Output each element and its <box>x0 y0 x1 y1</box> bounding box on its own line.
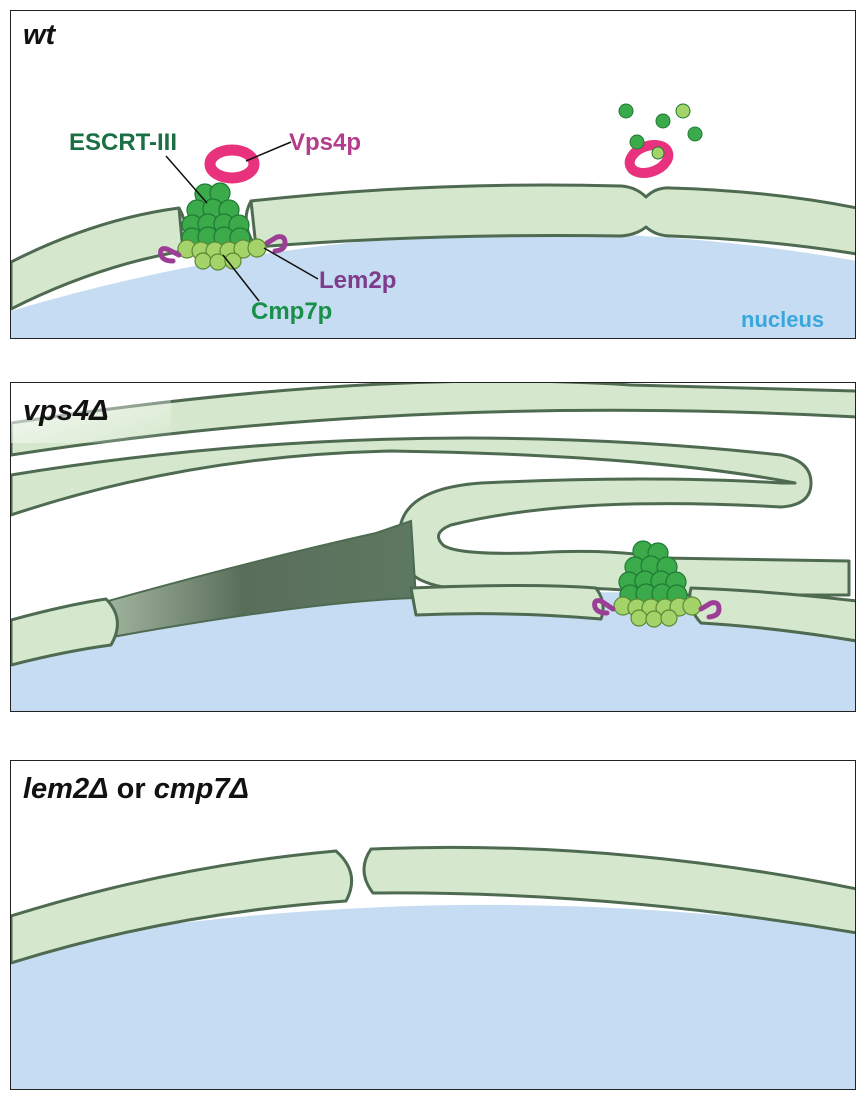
envelope-segment-right <box>249 183 855 256</box>
nucleus <box>11 232 855 338</box>
envelope-segment-left <box>11 597 119 667</box>
envelope-segment-right <box>409 584 605 621</box>
leader-lines <box>165 141 319 302</box>
membrane-sheet-upper <box>11 383 855 457</box>
nucleus <box>11 904 855 1089</box>
wt-diagram <box>11 103 855 338</box>
label-nucleus: nucleus <box>741 307 825 332</box>
vps4p-ring <box>204 144 260 184</box>
released-subunits <box>618 103 703 160</box>
panel-lem2-cmp7-delta: lem2Δ or cmp7Δ <box>10 760 856 1090</box>
escrt-iii-cluster <box>618 540 688 606</box>
lem2p-anchors <box>158 234 288 264</box>
label-cmp7p: Cmp7p <box>251 298 333 325</box>
panel-wt: wt ESCRT-III Vps4p Lem2p Cmp7p nucleus <box>10 10 856 339</box>
panel-title-lem2-cmp7: lem2Δ or cmp7Δ <box>23 773 249 806</box>
vps4p-ring-release <box>624 139 674 179</box>
label-vps4p: Vps4p <box>289 129 362 156</box>
escrt-iii-cluster <box>181 182 251 249</box>
cmp7p-cluster <box>177 238 267 271</box>
title-lem2-delta: lem2Δ <box>23 773 109 805</box>
vps4-diagram <box>11 383 855 711</box>
panel-title-wt: wt <box>23 19 56 51</box>
membrane-fold <box>11 436 851 597</box>
title-or: or <box>108 773 154 805</box>
panel-vps4-delta: vps4Δ <box>10 382 856 712</box>
cmp7p-cluster <box>613 596 702 628</box>
panel-title-vps4-delta: vps4Δ <box>23 395 109 427</box>
fade-overlay <box>11 383 171 443</box>
label-escrt-iii: ESCRT-III <box>69 129 178 156</box>
title-cmp7-delta: cmp7Δ <box>153 773 249 805</box>
label-lem2p: Lem2p <box>319 267 397 294</box>
envelope-segment-right <box>362 845 855 935</box>
envelope-segment-left <box>11 849 354 965</box>
lem2p-anchors <box>592 598 722 620</box>
lem2-diagram <box>11 845 855 1089</box>
